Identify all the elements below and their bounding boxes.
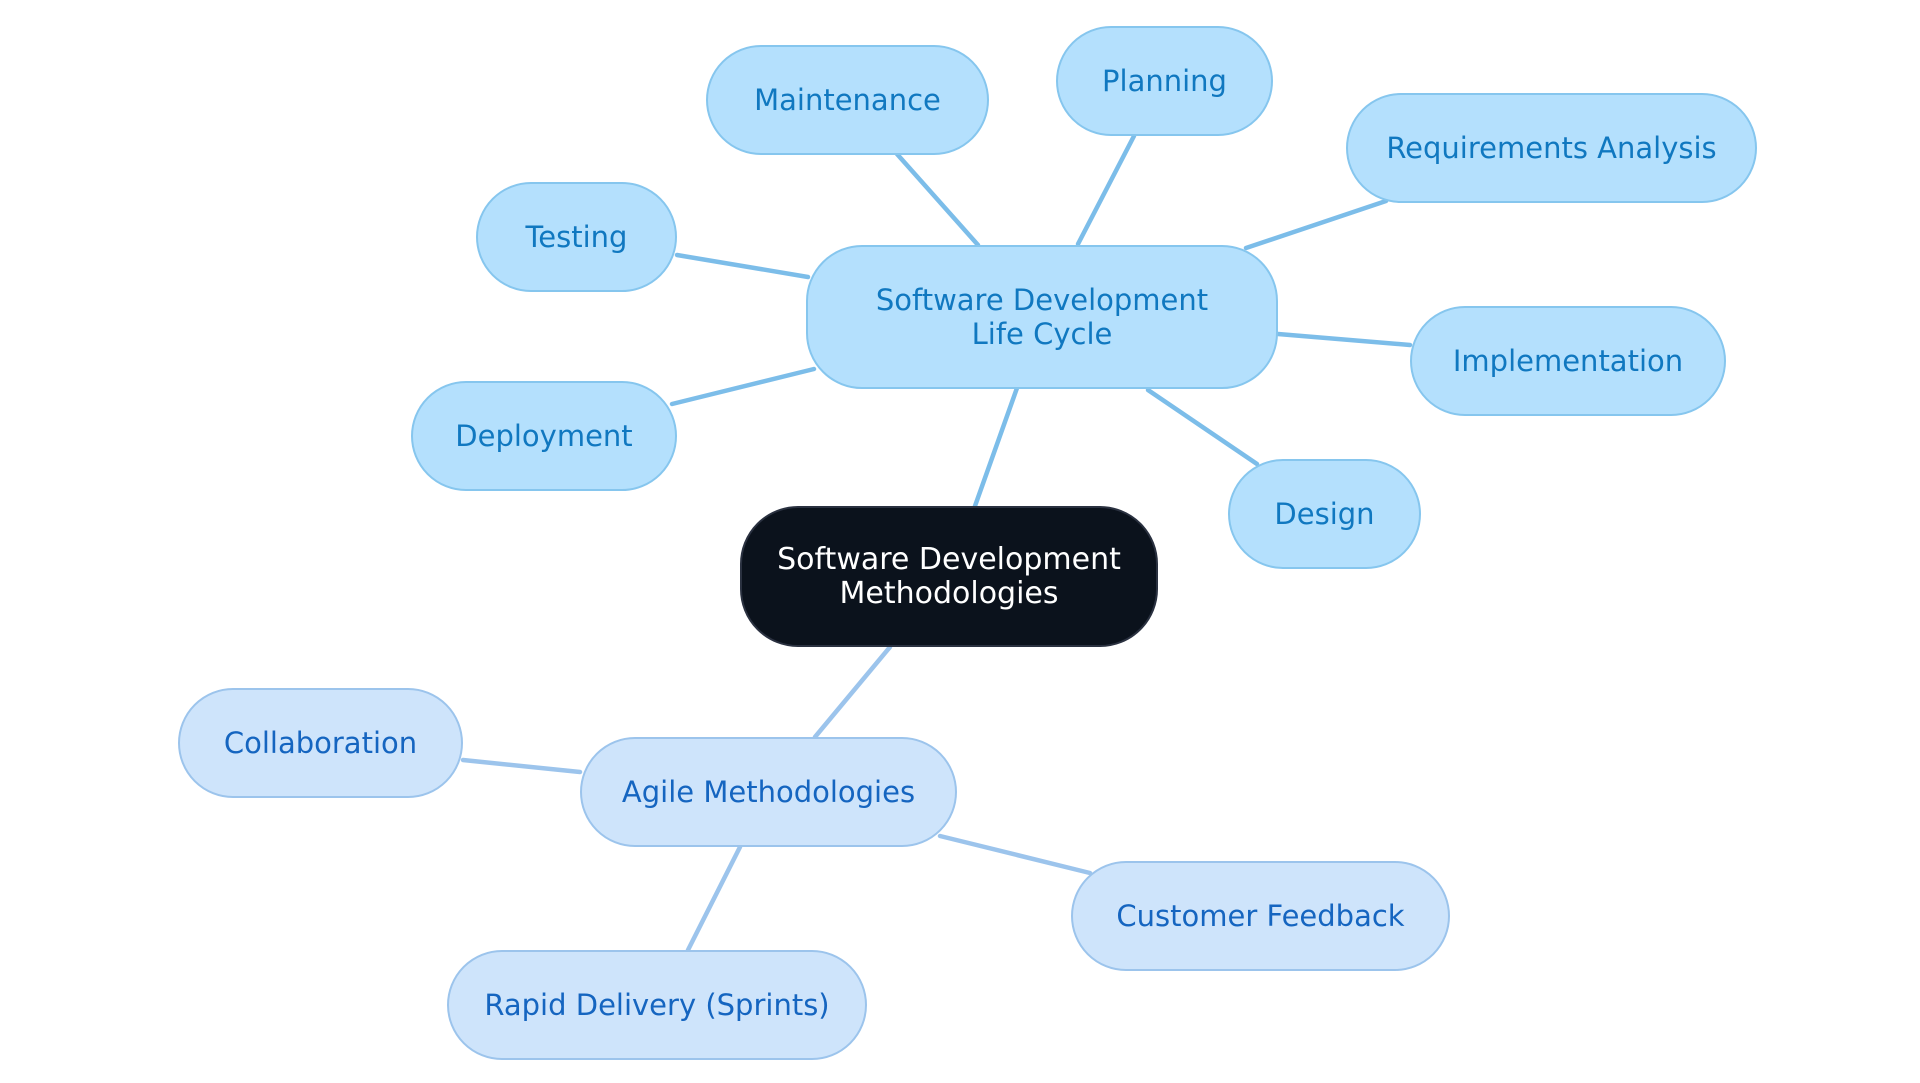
node-collaboration[interactable]: Collaboration (178, 688, 463, 798)
node-maintenance[interactable]: Maintenance (706, 45, 989, 155)
edge-sdlc-design (1145, 387, 1260, 467)
edge-sdlc-planning (1075, 133, 1137, 247)
node-testing[interactable]: Testing (476, 182, 677, 292)
node-testing-label: Testing (525, 220, 628, 254)
edge-root-agile (812, 644, 893, 740)
node-customer-feedback[interactable]: Customer Feedback (1071, 861, 1450, 971)
root-node-software-development-methodologies[interactable]: Software Development Methodologies (740, 506, 1158, 647)
node-rapid-delivery-sprints-label: Rapid Delivery (Sprints) (484, 988, 830, 1022)
edge-root-sdlc (972, 385, 1020, 509)
branch-node-agile-label: Agile Methodologies (621, 775, 916, 809)
edge-sdlc-testing (674, 252, 811, 280)
node-requirements-analysis[interactable]: Requirements Analysis (1346, 93, 1757, 203)
node-implementation-label: Implementation (1452, 344, 1684, 378)
node-planning[interactable]: Planning (1056, 26, 1273, 136)
node-maintenance-label: Maintenance (754, 83, 941, 117)
node-collaboration-label: Collaboration (223, 726, 418, 760)
edge-sdlc-requirements (1243, 198, 1389, 251)
edge-sdlc-implementation (1275, 331, 1413, 348)
node-customer-feedback-label: Customer Feedback (1116, 899, 1405, 933)
edge-agile-collaboration (460, 757, 583, 775)
branch-node-agile[interactable]: Agile Methodologies (580, 737, 957, 847)
node-rapid-delivery-sprints[interactable]: Rapid Delivery (Sprints) (447, 950, 867, 1060)
node-deployment[interactable]: Deployment (411, 381, 677, 491)
root-node-label: Software Development Methodologies (777, 541, 1121, 611)
node-deployment-label: Deployment (455, 419, 633, 453)
node-implementation[interactable]: Implementation (1410, 306, 1726, 416)
node-design[interactable]: Design (1228, 459, 1421, 569)
edge-sdlc-maintenance (894, 151, 981, 248)
node-requirements-analysis-label: Requirements Analysis (1386, 131, 1717, 165)
node-design-label: Design (1274, 497, 1375, 531)
edge-sdlc-deployment (669, 366, 817, 407)
branch-node-sdlc-label: Software Development Life Cycle (875, 283, 1209, 351)
edge-agile-customer-feedback (937, 833, 1093, 876)
branch-node-sdlc[interactable]: Software Development Life Cycle (806, 245, 1278, 389)
edge-agile-rapid-delivery (685, 844, 743, 953)
node-planning-label: Planning (1102, 64, 1227, 98)
